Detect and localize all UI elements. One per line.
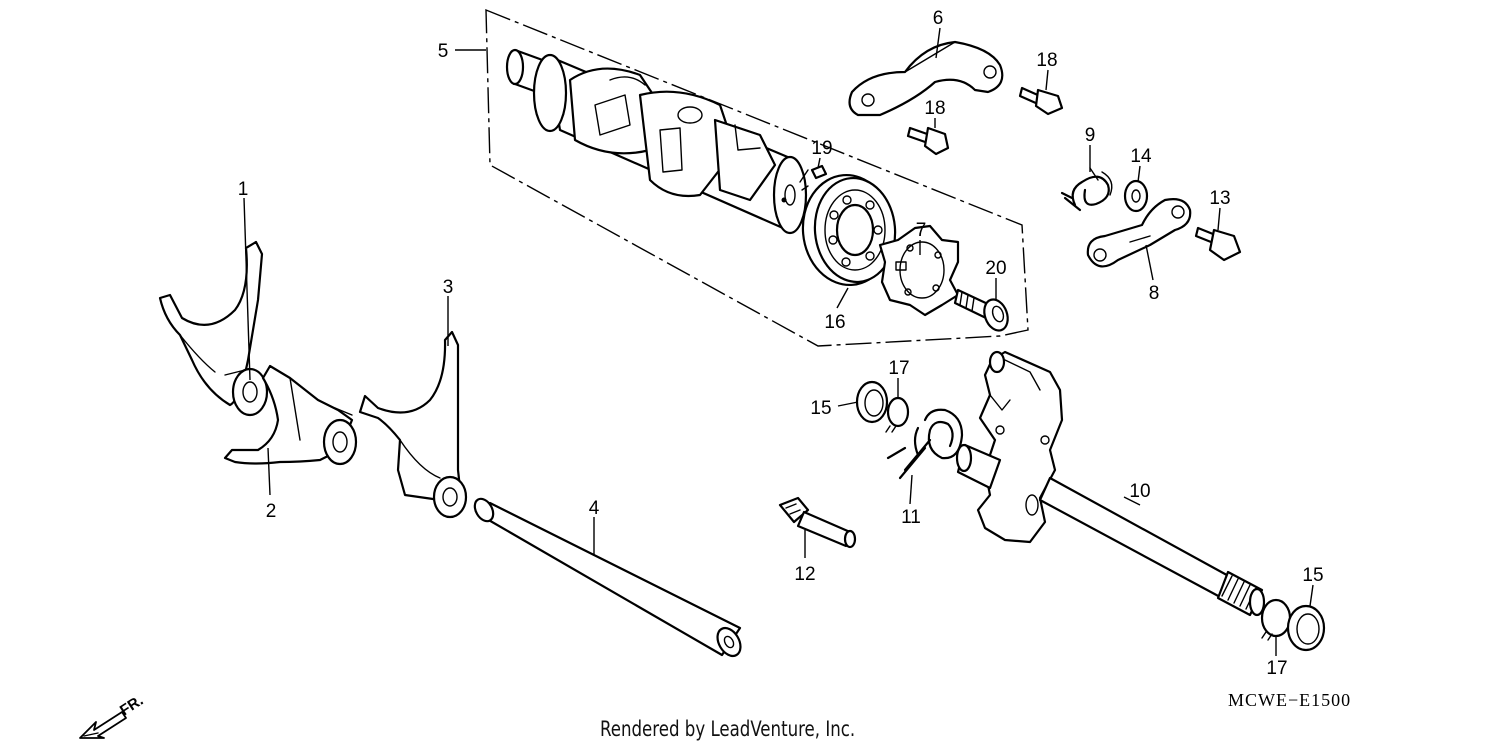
circlip-upper[interactable] [885,396,910,433]
circlip-lower[interactable] [1260,598,1292,641]
gearshift-return-spring[interactable] [886,408,964,480]
callout-17-lower: 17 [1266,658,1287,679]
shift-fork-3[interactable] [358,330,468,519]
dowel-pin[interactable] [810,164,828,180]
shift-fork-2[interactable] [223,364,358,466]
stopper-washer[interactable] [1123,179,1149,213]
front-direction-indicator: FR. [79,692,146,739]
shift-fork-shaft[interactable] [471,496,745,660]
drawing-code: MCWE−E1500 [1228,690,1352,710]
callout-18-upper: 18 [1036,50,1057,71]
callout-20: 20 [985,258,1006,279]
callout-12: 12 [794,564,815,585]
callout-13: 13 [1209,188,1230,209]
drum-center-bolt[interactable] [953,288,1012,334]
gearshift-spindle[interactable] [955,350,1266,617]
callout-14: 14 [1130,146,1152,167]
callout-18-lower: 18 [924,98,945,119]
callout-5: 5 [438,41,449,62]
shift-drum-assembly-outline [485,8,1029,347]
callout-4: 4 [589,498,600,519]
set-plate-bolt-lower[interactable] [906,126,950,156]
stopper-arm-spring[interactable] [1060,167,1113,212]
callout-19: 19 [811,138,832,159]
drum-center-plate[interactable] [878,224,960,317]
leader-lines [243,27,1314,656]
bearing-set-plate[interactable] [848,40,1004,117]
gearshift-drum-stopper-arm[interactable] [1086,198,1192,268]
shift-drum[interactable] [505,48,809,235]
oil-seal-washer-lower[interactable] [1286,604,1326,652]
callout-11: 11 [901,507,921,528]
render-credit: Rendered by LeadVenture, Inc. [600,717,856,741]
callout-10: 10 [1129,481,1150,502]
front-arrow-icon [79,711,127,739]
callout-16: 16 [824,312,845,333]
bearing[interactable] [798,171,899,288]
oil-seal-washer-upper[interactable] [855,380,889,424]
callout-3: 3 [443,277,454,298]
callout-17-upper: 17 [888,358,909,379]
callout-7: 7 [916,220,927,241]
callout-1: 1 [238,179,249,200]
callout-15-upper: 15 [810,398,831,419]
callout-15-lower: 15 [1302,565,1323,586]
return-spring-pin[interactable] [778,496,857,549]
shift-fork-1[interactable] [158,240,269,417]
set-plate-bolt-upper[interactable] [1018,86,1064,116]
callout-6: 6 [933,8,944,29]
stopper-arm-bolt[interactable] [1194,226,1242,262]
callout-2: 2 [266,501,277,522]
callout-8: 8 [1149,283,1160,304]
callout-9: 9 [1085,125,1096,146]
